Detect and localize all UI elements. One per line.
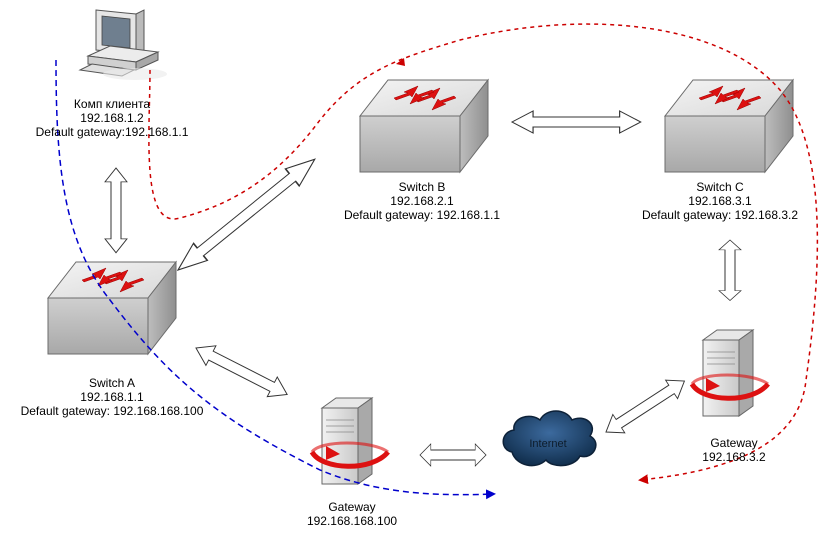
switch-a-gateway: Default gateway: 192.168.168.100 bbox=[20, 404, 204, 418]
gateway-c-name: Gateway bbox=[710, 436, 758, 450]
gateway-main-icon bbox=[309, 397, 390, 485]
link-switch-c-gateway-c bbox=[718, 239, 742, 301]
client-pc-name: Комп клиента bbox=[73, 97, 151, 111]
switch-a-label: Switch A 192.168.1.1 Default gateway: 19… bbox=[2, 376, 222, 418]
internet-label: Internet bbox=[529, 438, 566, 450]
link-client-switch-a bbox=[104, 167, 128, 254]
switch-b-name: Switch B bbox=[398, 180, 446, 194]
gateway-c-label: Gateway 192.168.3.2 bbox=[684, 436, 784, 464]
switch-b-ip: 192.168.2.1 bbox=[390, 194, 454, 208]
switch-a-icon bbox=[47, 261, 177, 355]
gateway-main-label: Gateway 192.168.168.100 bbox=[292, 500, 412, 528]
switch-c-gateway: Default gateway: 192.168.3.2 bbox=[641, 208, 799, 222]
switch-b-icon bbox=[359, 79, 489, 173]
link-gateway-main-internet bbox=[419, 443, 487, 467]
switch-b-label: Switch B 192.168.2.1 Default gateway: 19… bbox=[322, 180, 522, 222]
red-path-start-arrow bbox=[396, 58, 405, 66]
link-internet-gateway-c bbox=[599, 371, 691, 442]
switch-c-ip: 192.168.3.1 bbox=[688, 194, 752, 208]
switch-a-name: Switch A bbox=[88, 376, 136, 390]
red-traffic-path bbox=[148, 23, 819, 485]
link-switch-b-switch-c bbox=[511, 110, 642, 134]
switch-c-icon bbox=[664, 79, 794, 173]
client-pc-label: Комп клиента 192.168.1.2 Default gateway… bbox=[12, 97, 212, 139]
switch-a-ip: 192.168.1.1 bbox=[80, 390, 144, 404]
switch-c-name: Switch C bbox=[696, 180, 744, 194]
client-pc-ip: 192.168.1.2 bbox=[80, 111, 144, 125]
client-computer bbox=[78, 9, 160, 77]
internet-cloud-icon: Internet bbox=[502, 410, 597, 467]
gateway-c-icon bbox=[689, 329, 770, 417]
gateway-main-name: Gateway bbox=[328, 500, 376, 514]
gateway-c-ip: 192.168.3.2 bbox=[702, 450, 766, 464]
blue-traffic-path bbox=[55, 59, 496, 500]
gateway-main-ip: 192.168.168.100 bbox=[306, 514, 398, 528]
switch-b-gateway: Default gateway: 192.168.1.1 bbox=[343, 208, 501, 222]
switch-c-label: Switch C 192.168.3.1 Default gateway: 19… bbox=[620, 180, 820, 222]
client-pc-gateway: Default gateway:192.168.1.1 bbox=[35, 125, 189, 139]
